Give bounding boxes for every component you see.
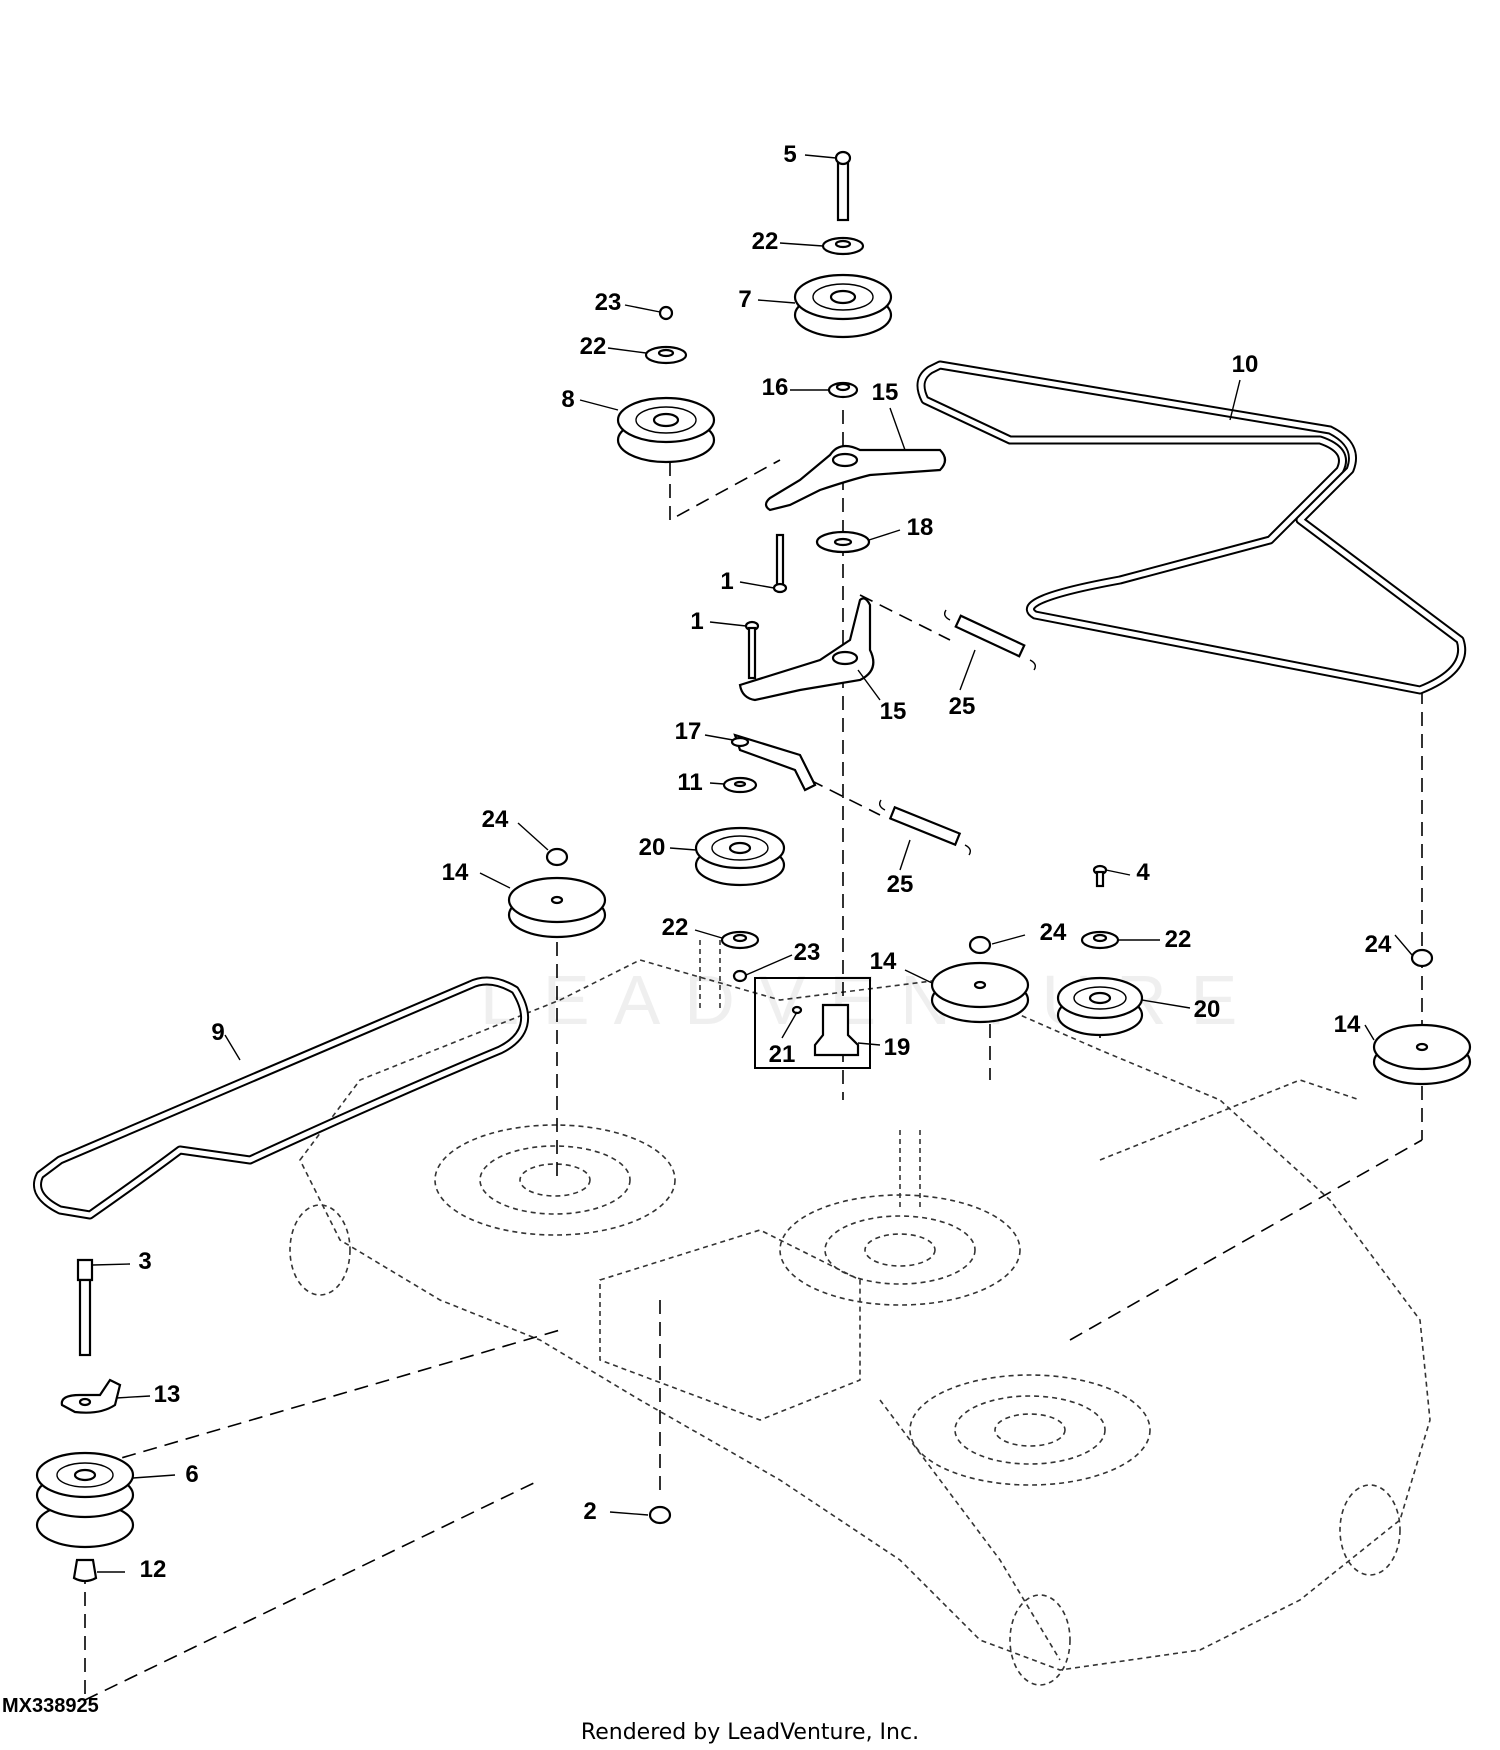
callout-18[interactable]: 18 <box>906 514 934 541</box>
callout-20-right[interactable]: 20 <box>1193 996 1221 1023</box>
idler-pulley-7 <box>793 273 893 339</box>
callout-6[interactable]: 6 <box>185 1461 199 1488</box>
callout-5[interactable]: 5 <box>783 141 797 168</box>
figure-id: MX338925 <box>2 1695 99 1717</box>
callout-23-top[interactable]: 23 <box>594 289 622 316</box>
deck-pulley-14-left <box>507 876 607 939</box>
callout-13[interactable]: 13 <box>153 1381 181 1408</box>
idler-pulley-8 <box>616 396 716 464</box>
callout-22-right[interactable]: 22 <box>1164 926 1192 953</box>
spacer-16 <box>827 381 859 399</box>
callout-23-mid[interactable]: 23 <box>793 939 821 966</box>
washer-22-mid <box>720 930 760 950</box>
washer-18 <box>815 530 871 554</box>
idler-pulley-20-right <box>1056 976 1144 1037</box>
callout-15-top[interactable]: 15 <box>871 379 899 406</box>
washer-22-left <box>644 345 688 365</box>
assembly-axis-lines <box>79 410 1423 1701</box>
callout-24-right[interactable]: 24 <box>1364 931 1392 958</box>
idler-arm-15-top <box>764 444 947 512</box>
nut-23-mid <box>732 969 748 983</box>
callout-19[interactable]: 19 <box>883 1034 911 1061</box>
callout-24-left[interactable]: 24 <box>481 806 509 833</box>
callout-22-left[interactable]: 22 <box>579 333 607 360</box>
callout-9[interactable]: 9 <box>211 1019 225 1046</box>
callout-25-top[interactable]: 25 <box>948 693 976 720</box>
callout-3[interactable]: 3 <box>138 1248 152 1275</box>
footer-credit: Rendered by LeadVenture, Inc. <box>580 1720 920 1745</box>
washer-11 <box>722 776 758 794</box>
washer-22-top <box>821 236 865 256</box>
callout-24-mid[interactable]: 24 <box>1039 919 1067 946</box>
callout-14-mid[interactable]: 14 <box>869 948 897 975</box>
belt-10 <box>916 360 1466 695</box>
callout-8[interactable]: 8 <box>561 386 575 413</box>
nut-23-top <box>658 305 674 321</box>
idler-arm-15-mid <box>738 597 875 702</box>
belt-9 <box>33 976 530 1220</box>
deck-pulley-14-right <box>1372 1023 1472 1086</box>
leader-lines <box>92 154 1413 1573</box>
callout-14-left[interactable]: 14 <box>441 859 469 886</box>
bolt-3 <box>76 1258 94 1357</box>
bolt-1-mid <box>744 620 760 680</box>
callout-4[interactable]: 4 <box>1136 859 1150 886</box>
callout-10[interactable]: 10 <box>1231 351 1259 378</box>
nut-24-mid <box>968 935 992 955</box>
callout-14-right[interactable]: 14 <box>1333 1011 1361 1038</box>
bracket-13 <box>60 1378 122 1414</box>
callout-2[interactable]: 2 <box>583 1498 597 1525</box>
spacer-12 <box>72 1558 98 1583</box>
spring-25-mid <box>878 799 972 856</box>
callout-1-top[interactable]: 1 <box>720 568 734 595</box>
callout-15-mid[interactable]: 15 <box>879 698 907 725</box>
callout-17[interactable]: 17 <box>674 718 702 745</box>
nut-24-left <box>545 847 569 867</box>
nut-24-right <box>1410 948 1434 968</box>
mower-deck <box>289 940 1431 1686</box>
deck-pulley-14-mid <box>930 961 1030 1024</box>
bolt-1-top <box>772 533 788 594</box>
callout-20-left[interactable]: 20 <box>638 834 666 861</box>
callout-21[interactable]: 21 <box>768 1041 796 1068</box>
callout-22-mid[interactable]: 22 <box>661 914 689 941</box>
nut-2 <box>648 1505 672 1525</box>
callout-7[interactable]: 7 <box>738 286 752 313</box>
bolt-5 <box>834 150 852 222</box>
spring-25-top <box>943 609 1037 671</box>
washer-22-right <box>1080 930 1120 950</box>
callout-25-mid[interactable]: 25 <box>886 871 914 898</box>
idler-pulley-20-left <box>694 826 786 887</box>
callout-22-top[interactable]: 22 <box>751 228 779 255</box>
callout-1-mid[interactable]: 1 <box>690 608 704 635</box>
idler-pulley-6 <box>35 1451 135 1549</box>
callout-11[interactable]: 11 <box>677 769 703 796</box>
callout-16[interactable]: 16 <box>761 374 789 401</box>
bracket-17 <box>730 733 817 792</box>
bolt-4 <box>1092 864 1108 888</box>
callout-12[interactable]: 12 <box>139 1556 167 1583</box>
